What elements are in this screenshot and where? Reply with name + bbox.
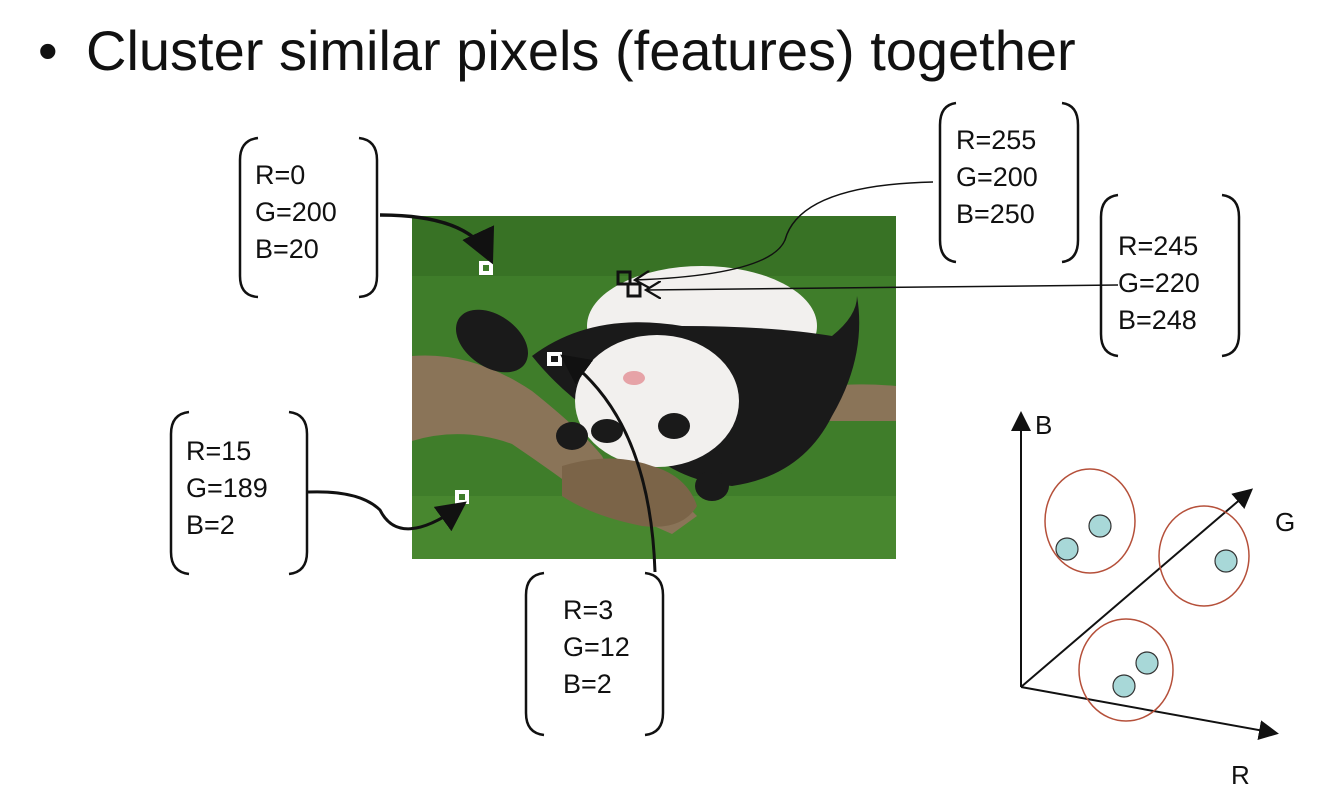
- bracket-fur-white-1: [938, 101, 1080, 264]
- bracket-fur-white-2: [1099, 193, 1241, 358]
- cluster-circle-black: [1078, 618, 1174, 722]
- pixel-values-grass-bottom: R=15 G=189 B=2: [186, 433, 268, 544]
- value-b: B=248: [1118, 305, 1197, 335]
- value-b: B=2: [186, 510, 235, 540]
- cluster-circle-green: [1044, 468, 1136, 574]
- axis-label-g: G: [1275, 507, 1296, 537]
- pixel-values-fur-black: R=3 G=12 B=2: [563, 592, 630, 703]
- pixel-marker-fur-white-1: [616, 270, 632, 286]
- panda-nose: [623, 371, 645, 385]
- feature-point: [1055, 537, 1079, 561]
- value-r: R=3: [563, 595, 614, 625]
- value-b: B=250: [956, 199, 1035, 229]
- pixel-values-grass-top: R=0 G=200 B=20: [255, 157, 337, 268]
- arrow-grass-top: [379, 213, 495, 265]
- bracket-grass-bottom: [169, 410, 309, 576]
- bracket-fur-black: [524, 571, 665, 737]
- panda-ear-right: [695, 471, 729, 501]
- value-r: R=255: [956, 125, 1037, 155]
- branch-stump: [562, 458, 697, 527]
- panda-eye-patch-right: [658, 413, 690, 439]
- value-b: B=2: [563, 669, 612, 699]
- panda-ear-left: [556, 422, 588, 450]
- axis-r: [1020, 686, 1279, 740]
- bracket-grass-top: [238, 136, 379, 299]
- arrow-fur-white-1: [635, 181, 934, 280]
- value-r: R=245: [1118, 231, 1199, 261]
- pixel-values-fur-white-1: R=255 G=200 B=250: [956, 122, 1038, 233]
- feature-point: [1088, 514, 1112, 538]
- feature-point: [1214, 549, 1238, 573]
- value-g: G=200: [956, 162, 1038, 192]
- value-g: G=200: [255, 197, 337, 227]
- panda-left-arm: [455, 309, 529, 373]
- value-b: B=20: [255, 234, 319, 264]
- cluster-circle-white: [1158, 505, 1250, 607]
- feature-point: [1135, 651, 1159, 675]
- feature-space-plot: [1011, 411, 1279, 740]
- bullet-marker: •: [38, 19, 58, 82]
- axis-label-b: B: [1035, 410, 1053, 440]
- feature-point: [1112, 674, 1136, 698]
- pixel-values-fur-white-2: R=245 G=220 B=248: [1118, 228, 1200, 339]
- slide-title: • Cluster similar pixels (features) toget…: [38, 18, 1076, 84]
- arrow-grass-bottom: [307, 490, 467, 532]
- axis-label-r: R: [1231, 760, 1250, 790]
- value-r: R=15: [186, 436, 252, 466]
- value-g: G=220: [1118, 268, 1200, 298]
- arrow-fur-black: [560, 354, 657, 573]
- panda-eye-patch-left: [591, 419, 623, 443]
- value-g: G=12: [563, 632, 630, 662]
- arrow-fur-white-2: [646, 285, 1119, 290]
- slide-title-text: Cluster similar pixels (features) togeth…: [86, 19, 1076, 82]
- axis-g: [1020, 488, 1254, 688]
- value-g: G=189: [186, 473, 268, 503]
- value-r: R=0: [255, 160, 306, 190]
